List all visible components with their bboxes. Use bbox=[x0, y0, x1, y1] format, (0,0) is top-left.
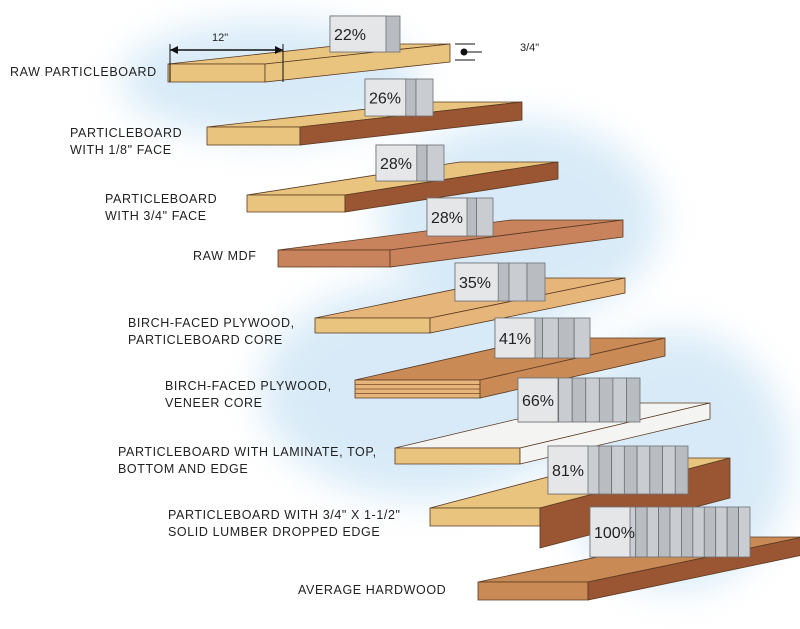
weight-box bbox=[726, 506, 739, 558]
weight-box-front bbox=[364, 78, 407, 117]
shelf-label-7: Particleboard with laminate, top,bottom … bbox=[118, 445, 377, 476]
shelf-edge-face-2 bbox=[299, 101, 523, 146]
shelf-label-6: Birch-faced plywood,veneer core bbox=[165, 379, 332, 410]
percent-label-9: 100% bbox=[594, 525, 635, 542]
weight-box bbox=[626, 377, 641, 423]
weight-box bbox=[585, 377, 600, 423]
shelf-end-face-5 bbox=[314, 317, 431, 334]
weight-box-front bbox=[494, 317, 536, 359]
shelf-label-3: Particleboardwith 3/4" face bbox=[105, 192, 218, 223]
shelf-end-face-9 bbox=[477, 581, 589, 601]
shelf-end-face-7 bbox=[394, 447, 521, 465]
shelf-label-5: Birch-faced plywood,particleboard core bbox=[128, 316, 295, 347]
weight-box bbox=[623, 445, 638, 495]
shelf-label-2: Particleboardwith 1/8" face bbox=[70, 126, 183, 157]
shelf-edge-face-4 bbox=[389, 219, 624, 268]
weight-box bbox=[692, 506, 705, 558]
weight-box bbox=[674, 445, 689, 495]
weight-box bbox=[415, 78, 434, 117]
weight-box bbox=[658, 506, 671, 558]
weight-box bbox=[612, 377, 627, 423]
weight-box bbox=[646, 506, 659, 558]
weight-box bbox=[571, 377, 587, 423]
weight-box-front bbox=[547, 445, 589, 495]
shelf-label-1: Raw particleboard bbox=[10, 65, 157, 79]
weight-box bbox=[426, 144, 445, 182]
shelf-label-9: Average hardwood bbox=[298, 583, 447, 597]
weight-box-front bbox=[375, 144, 418, 182]
weight-box-front bbox=[329, 15, 387, 53]
weight-box bbox=[669, 506, 682, 558]
percent-label-1: 22% bbox=[334, 27, 366, 44]
shelf-end-face-3 bbox=[246, 194, 346, 213]
shelf-label-4: Raw MDF bbox=[193, 249, 257, 263]
weight-box bbox=[598, 377, 614, 423]
arrowhead-icon bbox=[275, 46, 283, 54]
weight-box bbox=[526, 262, 546, 302]
shelf-label-8: Particleboard with 3/4" x 1-1/2"solid lu… bbox=[168, 508, 401, 539]
weight-box bbox=[738, 506, 751, 558]
weight-box bbox=[598, 445, 613, 495]
shelf-end-face-2 bbox=[206, 126, 301, 146]
thickness-dimension-label: 3/4" bbox=[520, 42, 540, 54]
weight-box bbox=[635, 506, 648, 558]
arrowhead-icon bbox=[170, 46, 178, 54]
percent-label-4: 28% bbox=[431, 210, 463, 227]
weight-box bbox=[573, 317, 591, 359]
percent-label-3: 28% bbox=[380, 156, 412, 173]
weight-box-front bbox=[517, 377, 559, 423]
weight-box bbox=[558, 377, 573, 423]
weight-box bbox=[476, 197, 494, 237]
percent-label-7: 66% bbox=[522, 393, 554, 410]
percent-label-5: 35% bbox=[459, 275, 491, 292]
weight-box-front bbox=[426, 197, 468, 237]
percent-label-2: 26% bbox=[369, 91, 401, 108]
shelf-end-face-1 bbox=[167, 63, 266, 83]
weight-box bbox=[649, 445, 663, 495]
weight-box-front bbox=[454, 262, 499, 302]
weight-box bbox=[681, 506, 694, 558]
shelf-edge-face-5 bbox=[429, 277, 626, 334]
weight-box bbox=[715, 506, 728, 558]
width-dimension-label: 12" bbox=[212, 32, 229, 44]
weight-box bbox=[508, 262, 528, 302]
weight-box bbox=[542, 317, 559, 359]
percent-label-8: 81% bbox=[552, 463, 584, 480]
weight-box bbox=[636, 445, 651, 495]
weight-box bbox=[611, 445, 625, 495]
weight-box bbox=[662, 445, 676, 495]
weight-box bbox=[557, 317, 575, 359]
shelf-end-face-8 bbox=[429, 507, 541, 527]
shelf-edge-face-3 bbox=[344, 161, 559, 213]
weight-box-front bbox=[589, 506, 631, 558]
shelf-end-face-4 bbox=[277, 249, 391, 268]
weight-box bbox=[703, 506, 717, 558]
percent-label-6: 41% bbox=[499, 331, 531, 348]
